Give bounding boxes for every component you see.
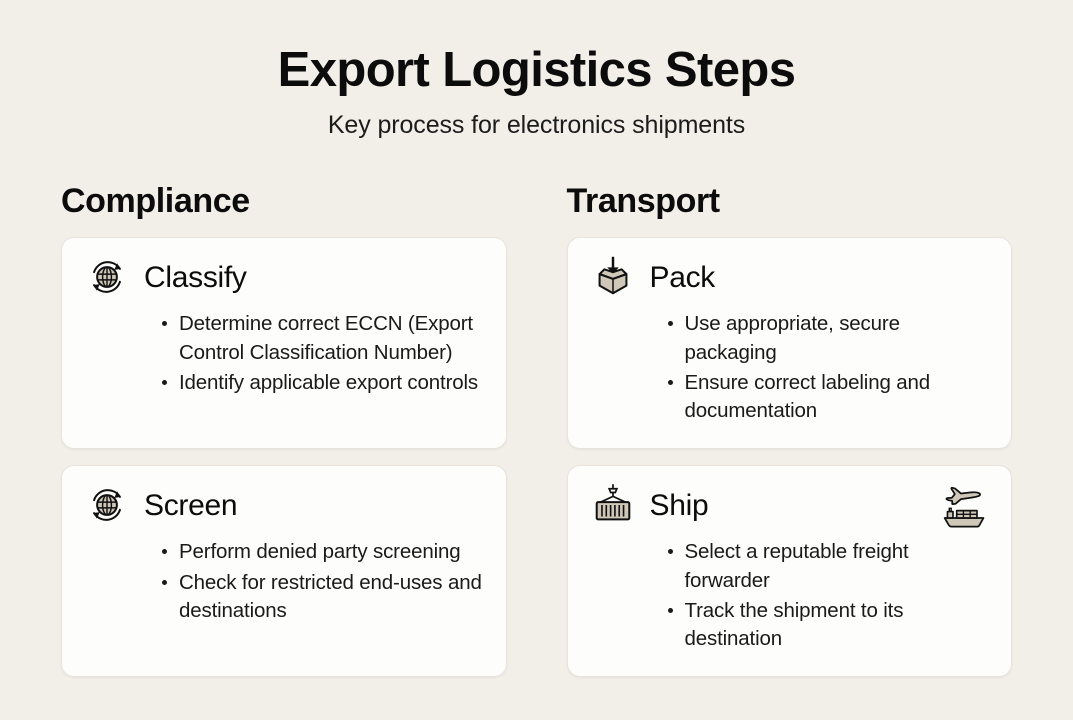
card-header: Pack [586,254,994,300]
list-item: Identify applicable export controls [160,369,488,397]
card-header: Screen [80,482,488,528]
columns-container: Compliance [0,181,1073,678]
list-item: Use appropriate, secure packaging [666,310,994,367]
list-item: Perform denied party screening [160,538,488,566]
section-heading-compliance: Compliance [61,181,250,220]
card-pack[interactable]: Pack Use appropriate, secure packaging E… [566,237,1012,450]
bullet-list: Select a reputable freight forwarder Tra… [586,538,994,653]
card-ship[interactable]: Ship [566,465,1012,678]
bullet-list: Use appropriate, secure packaging Ensure… [586,310,994,425]
page-title: Export Logistics Steps [277,43,796,97]
column-transport: Transport Pack [566,181,1012,678]
bullet-list: Perform denied party screening Check for… [80,538,488,625]
column-compliance: Compliance [61,181,507,678]
card-header: Classify [80,254,488,300]
globe-refresh-icon [84,482,130,528]
card-classify[interactable]: Classify Determine correct ECCN (Export … [61,237,507,450]
list-item: Select a reputable freight forwarder [666,538,994,595]
list-item: Check for restricted end-uses and destin… [160,569,488,626]
globe-refresh-icon [84,254,130,300]
section-heading-transport: Transport [566,181,721,220]
bullet-list: Determine correct ECCN (Export Control C… [80,310,488,397]
card-title: Classify [144,260,247,294]
card-title: Pack [649,260,716,294]
shipping-container-crane-icon [590,482,636,528]
card-header: Ship [586,482,994,528]
plane-cargo-ship-icon [939,482,991,530]
list-item: Ensure correct labeling and documentatio… [666,369,994,426]
list-item: Track the shipment to its destination [666,597,994,654]
poster-header: Export Logistics Steps Key process for e… [0,0,1073,140]
open-box-arrow-down-icon [590,254,636,300]
card-title: Ship [649,488,709,522]
page-subtitle: Key process for electronics shipments [327,110,746,139]
card-screen[interactable]: Screen Perform denied party screening Ch… [61,465,507,678]
card-title: Screen [144,488,238,522]
list-item: Determine correct ECCN (Export Control C… [160,310,488,367]
